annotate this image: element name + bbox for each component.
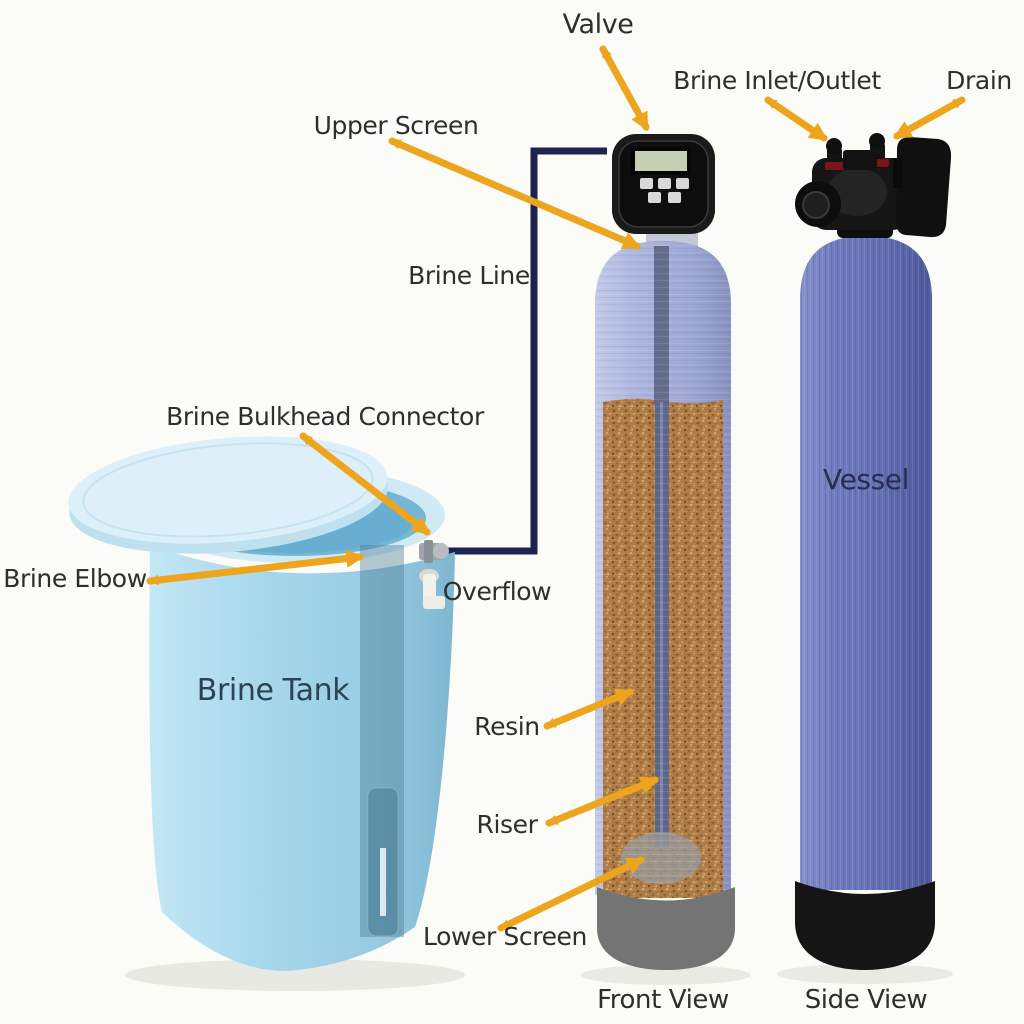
side-vessel-base	[795, 881, 935, 970]
brine-elbow-arrow	[146, 549, 365, 586]
side-valve-assembly	[795, 133, 952, 238]
valve-label: Valve	[562, 9, 633, 40]
riser-label: Riser	[476, 810, 538, 839]
brine-tank-label: Brine Tank	[197, 673, 350, 708]
side-vessel-group	[795, 133, 952, 970]
valve-arrow	[599, 45, 650, 131]
vessel-label: Vessel	[823, 463, 909, 496]
resin-label: Resin	[474, 712, 539, 741]
bulkhead-flange	[433, 543, 449, 559]
bulkhead-nut	[424, 540, 433, 563]
overflow-pipe-foot	[423, 596, 445, 609]
resin-arrow	[543, 688, 635, 730]
brine-bulkhead-connector	[419, 540, 449, 563]
front-vessel-texture	[595, 241, 731, 895]
front-vessel-shadow	[581, 965, 751, 985]
riser-arrow	[545, 776, 660, 827]
brine-elbow-label: Brine Elbow	[3, 564, 147, 593]
brine-line-label: Brine Line	[408, 261, 530, 290]
valve-button	[640, 178, 653, 189]
port-red-band	[825, 162, 845, 170]
front-view-label: Front View	[597, 985, 729, 1015]
drain-label: Drain	[946, 66, 1012, 95]
side-view-label: Side View	[805, 985, 928, 1015]
side-valve-display-housing	[896, 137, 952, 238]
brine-well-slot	[380, 848, 386, 916]
lower-screen-label: Lower Screen	[423, 922, 587, 951]
upper-screen-label: Upper Screen	[314, 111, 479, 140]
callout-arrows	[146, 45, 966, 932]
side-valve-housing-step	[893, 158, 903, 188]
brine-bulkhead-connector-label: Brine Bulkhead Connector	[166, 402, 485, 431]
front-vessel-group	[595, 134, 735, 970]
brine-inlet-outlet-port	[825, 138, 845, 171]
valve-button	[668, 192, 681, 203]
side-vessel-texture	[800, 236, 932, 890]
brine-bulkhead-connector-arrow	[299, 432, 431, 536]
valve-button	[648, 192, 661, 203]
port-knob	[869, 133, 885, 149]
side-valve-manifold	[843, 150, 877, 170]
valve-button	[676, 178, 689, 189]
tank-shadow	[125, 959, 465, 991]
drain-arrow	[893, 96, 966, 140]
brine-inlet-outlet-label: Brine Inlet/Outlet	[673, 66, 881, 95]
upper-screen-arrow	[388, 137, 642, 250]
valve-button	[658, 178, 671, 189]
overflow-elbow	[419, 569, 445, 609]
brine-tank-body	[149, 545, 455, 972]
overflow-label: Overflow	[443, 577, 551, 606]
valve-lcd-display	[631, 147, 691, 175]
side-vessel-shadow	[777, 964, 953, 984]
brine-inlet-outlet-arrow	[764, 96, 828, 142]
port-knob	[826, 138, 842, 154]
side-valve-left-port-cap	[802, 191, 830, 219]
control-valve-head	[612, 134, 715, 234]
side-valve-body-bulge	[827, 168, 887, 216]
lower-screen-arrow	[497, 856, 646, 932]
